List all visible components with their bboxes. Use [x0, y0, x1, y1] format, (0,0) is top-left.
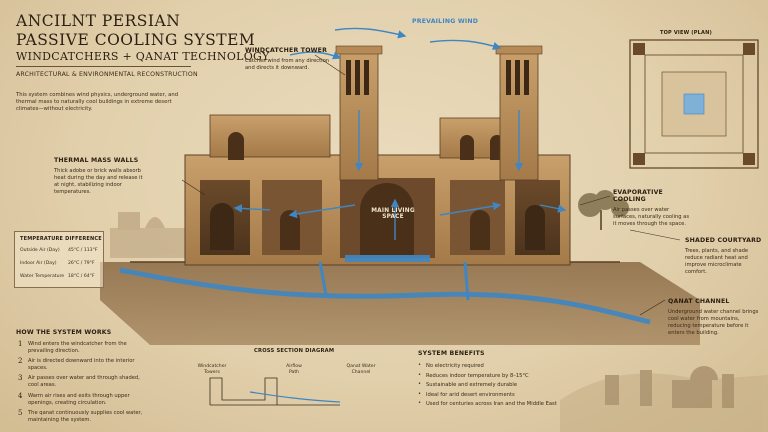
- ground-section: [100, 262, 700, 345]
- callout-qanat: QANAT CHANNEL Underground water channel …: [668, 298, 763, 337]
- section-tag: ARCHITECTURAL & ENVIRONMENTAL RECONSTRUC…: [16, 71, 198, 78]
- callout-qanat-title: QANAT CHANNEL: [668, 298, 730, 305]
- airflow-arrows: [233, 27, 567, 240]
- callout-evaporative-title: EVAPORATIVE COOLING: [613, 189, 663, 203]
- callout-thermal: THERMAL MASS WALLS Thick adobe or brick …: [54, 157, 144, 196]
- pool: [345, 255, 430, 262]
- callout-qanat-text: Underground water channel brings cool wa…: [668, 309, 759, 336]
- callout-thermal-text: Thick adobe or brick walls absorb heat d…: [54, 168, 143, 195]
- title-line-2: PASSIVE COOLING SYSTEM: [16, 31, 256, 49]
- cross-section-airflow-label: Airflow Path: [286, 364, 302, 375]
- village-sketch: [560, 366, 768, 432]
- callout-evaporative: EVAPORATIVE COOLING Air passes over wate…: [613, 189, 693, 228]
- temp-value: 26°C / 79°F: [68, 261, 95, 266]
- how-it-works-title: HOW THE SYSTEM WORKS: [16, 329, 112, 336]
- temp-row-water: Water Temperature 18°C / 64°F: [20, 274, 100, 279]
- page-title: ANCILNT PERSIAN PASSIVE COOLING SYSTEM: [16, 12, 255, 50]
- title-divider: [16, 66, 191, 67]
- courtyard-trees: [578, 190, 629, 230]
- temperature-title: TEMPERATURE DIFFERENCE: [20, 236, 102, 242]
- callout-evaporative-text: Air passes over water surfaces, naturall…: [613, 207, 690, 227]
- top-view-plan: [629, 39, 759, 169]
- title-line-1: ANCILNT PERSIAN: [16, 12, 181, 30]
- qanat-channel: [119, 267, 651, 325]
- callout-courtyard-title: SHADED COURTYARD: [685, 237, 762, 244]
- temp-label: Indoor Air (Day): [20, 261, 57, 266]
- page-subtitle: WINDCATCHERS + QANAT TECHNOLOGY: [16, 50, 270, 63]
- background-ruins-left: [110, 212, 190, 258]
- temp-row-indoor: Indoor Air (Day) 26°C / 79°F: [20, 261, 100, 266]
- callout-windcatcher: WINDCATCHER TOWER Catches wind from any …: [245, 47, 335, 72]
- callout-courtyard: SHADED COURTYARD Trees, plants, and shad…: [685, 237, 763, 276]
- benefits-panel: SYSTEM BENEFITS No electricity required …: [418, 350, 558, 411]
- cross-section-qanat-label: Qanat Water Channel: [346, 364, 376, 375]
- temp-value: 45°C / 113°F: [68, 248, 98, 253]
- prevailing-wind-label: PREVAILING WIND: [412, 18, 479, 25]
- benefit-item: Sustainable and extremely durable: [418, 381, 558, 389]
- building-body: [184, 114, 571, 266]
- temperature-panel: TEMPERATURE DIFFERENCE Outside Air (Day)…: [14, 231, 104, 288]
- benefit-item: Ideal for arid desert environments: [418, 391, 558, 399]
- benefit-item: Used for centuries across Iran and the M…: [418, 400, 558, 408]
- callout-thermal-title: THERMAL MASS WALLS: [54, 157, 139, 164]
- main-living-space-label: MAIN LIVING SPACE: [371, 208, 415, 220]
- cross-section-diagram: [209, 377, 341, 406]
- benefit-item: No electricity required: [418, 362, 558, 370]
- top-view-label: TOP VIEW (PLAN): [660, 30, 712, 36]
- intro-text: This system combines wind physics, under…: [16, 92, 179, 113]
- callout-courtyard-text: Trees, plants, and shade reduce radiant …: [685, 248, 749, 275]
- benefits-list: No electricity required Reduces indoor t…: [418, 362, 558, 408]
- benefit-item: Reduces indoor temperature by 8–15°C: [418, 372, 558, 380]
- cross-section-windcatcher-label: Windcatcher Towers: [197, 364, 227, 375]
- cross-section-title: CROSS SECTION DIAGRAM: [254, 348, 335, 354]
- leader-lines: [181, 54, 681, 316]
- temp-value: 18°C / 64°F: [68, 274, 95, 279]
- temp-row-outside: Outside Air (Day) 45°C / 113°F: [20, 248, 100, 253]
- callout-windcatcher-text: Catches wind from any direction and dire…: [245, 58, 330, 71]
- callout-windcatcher-title: WINDCATCHER TOWER: [245, 47, 328, 54]
- benefits-title: SYSTEM BENEFITS: [418, 350, 485, 357]
- temp-label: Water Temperature: [20, 274, 65, 279]
- temp-label: Outside Air (Day): [20, 248, 60, 253]
